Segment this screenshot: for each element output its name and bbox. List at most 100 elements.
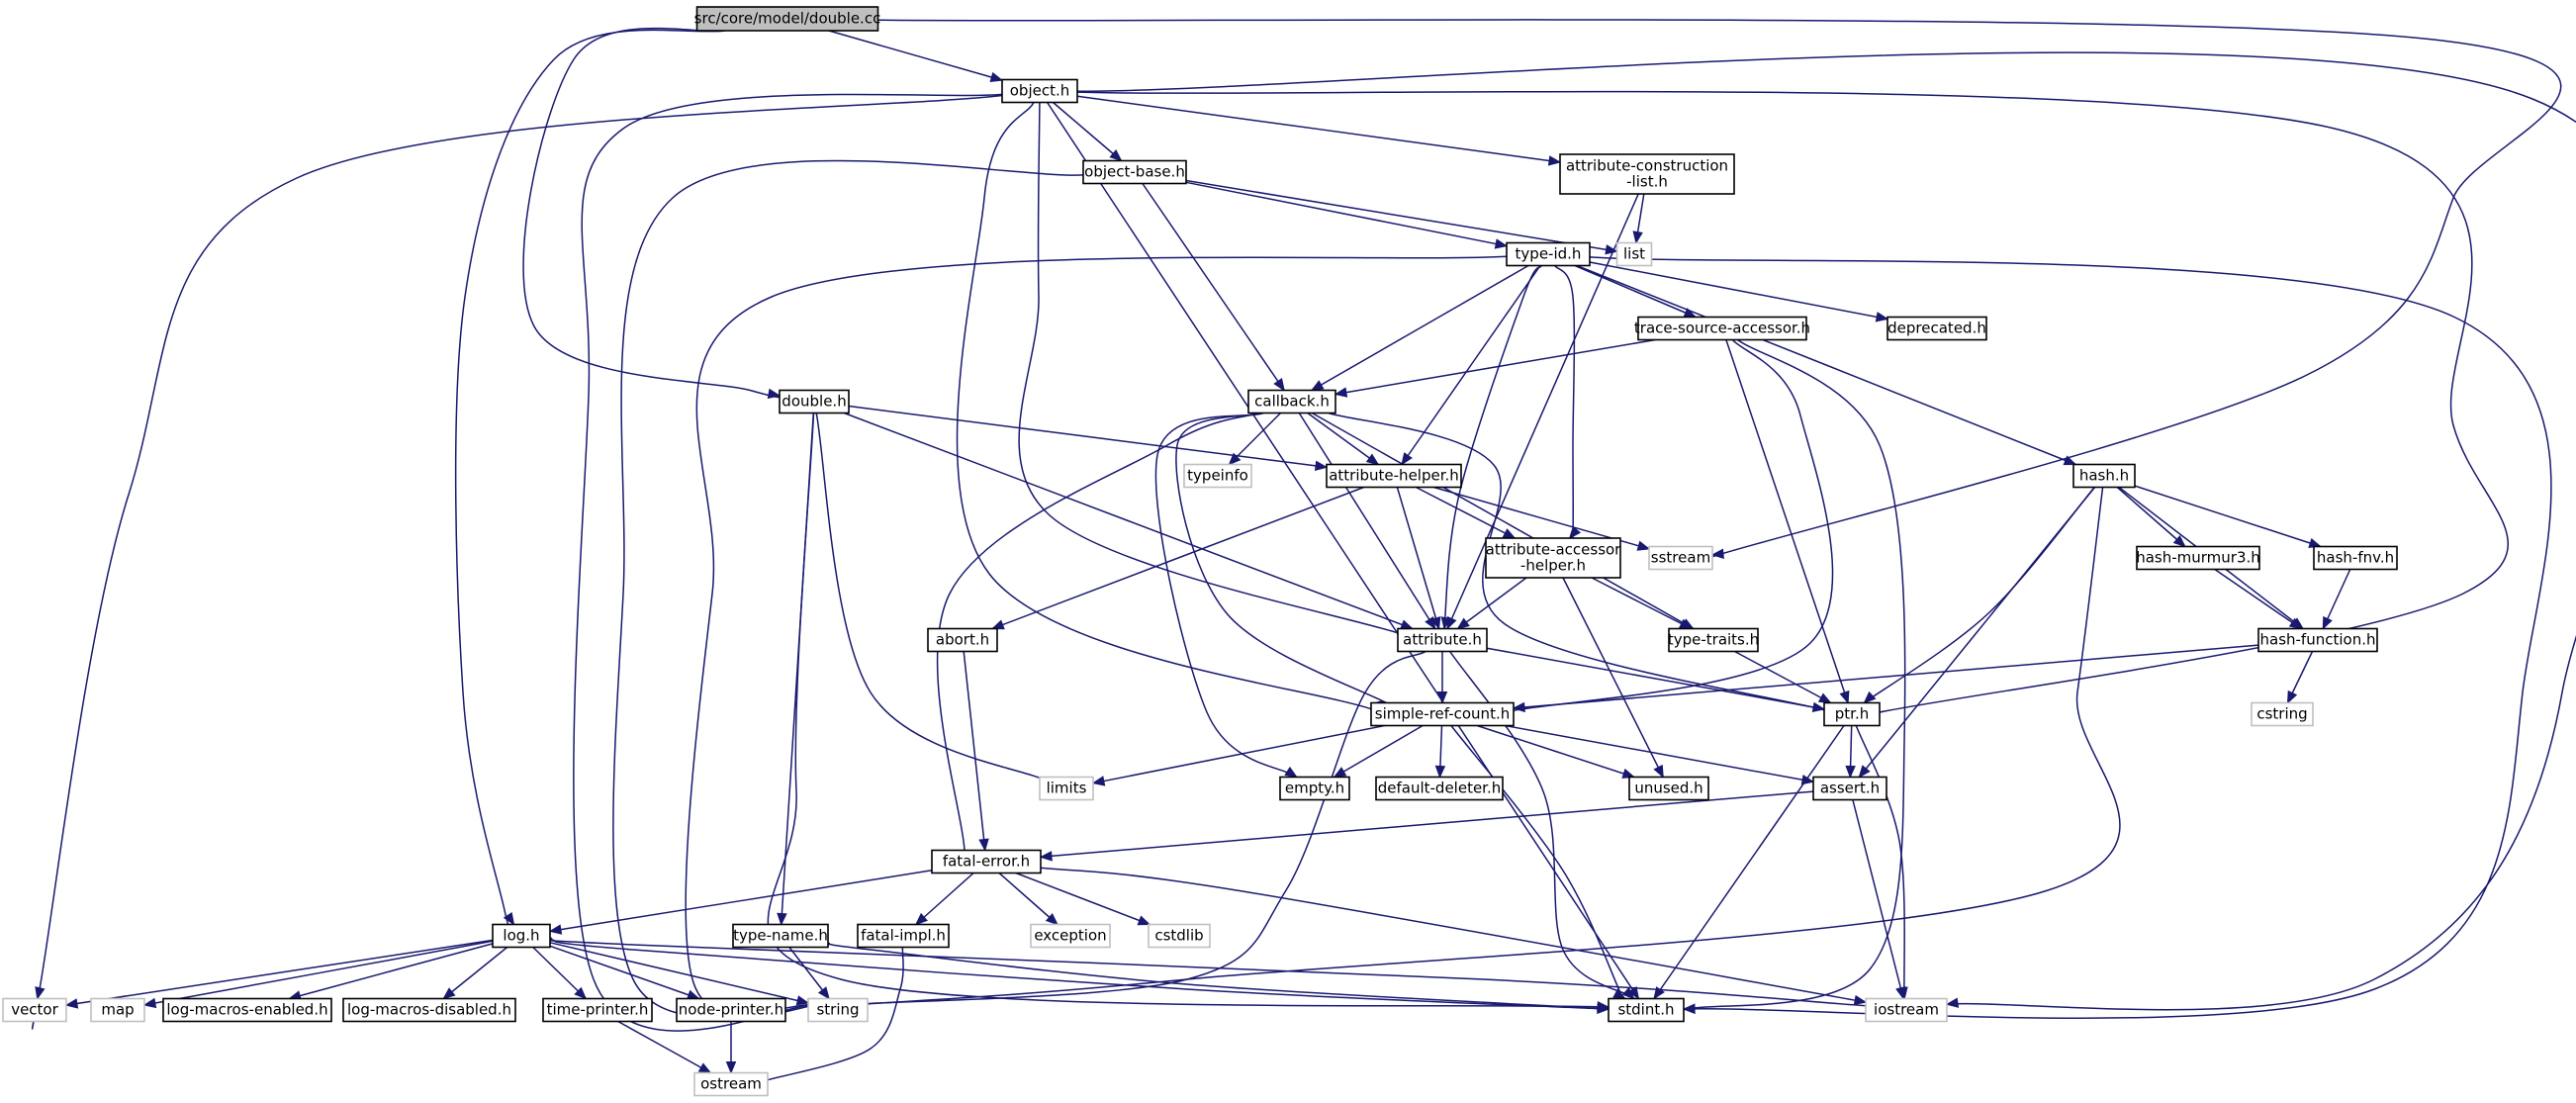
- node-box: [1823, 701, 1881, 727]
- edge-line: [1591, 577, 1692, 630]
- edge-arrowhead: [142, 997, 157, 1009]
- node-label: vector: [11, 1001, 58, 1019]
- node-label: empty.h: [1285, 780, 1344, 797]
- node-typeinfo[interactable]: typeinfo: [1183, 463, 1252, 489]
- node-attr_helper_h[interactable]: attribute-helper.h: [1326, 463, 1462, 489]
- node-label: trace-source-accessor.h: [1634, 320, 1810, 337]
- node-node_printer_h[interactable]: node-printer.h: [676, 997, 786, 1023]
- edge-line: [1486, 647, 1825, 710]
- edge-line: [1018, 102, 1430, 645]
- edge-arrowhead: [1653, 764, 1664, 779]
- node-time_printer_h[interactable]: time-printer.h: [542, 997, 653, 1023]
- edge-line: [1175, 412, 1403, 714]
- node-cstdlib[interactable]: cstdlib: [1148, 923, 1211, 949]
- node-label: assert.h: [1820, 780, 1880, 797]
- edge-arrowhead: [2063, 455, 2077, 466]
- node-hash_h[interactable]: hash.h: [2072, 463, 2136, 489]
- node-callback_h[interactable]: callback.h: [1247, 389, 1336, 414]
- edge-line: [1574, 264, 1697, 319]
- node-root[interactable]: src/core/model/double.cc: [694, 6, 881, 32]
- node-label: log.h: [503, 927, 539, 945]
- node-fatal_error_h[interactable]: fatal-error.h: [931, 849, 1042, 874]
- node-box: [542, 997, 653, 1023]
- node-fatal_impl_h[interactable]: fatal-impl.h: [857, 923, 950, 949]
- node-type_traits_h[interactable]: type-traits.h: [1668, 627, 1759, 653]
- edge-attr_helper_h-to-sstream: [1432, 486, 1651, 551]
- node-stdint_h[interactable]: stdint.h: [1608, 997, 1685, 1023]
- node-box: [492, 923, 551, 949]
- node-iostream[interactable]: iostream: [1865, 997, 1948, 1023]
- node-box: [1608, 997, 1685, 1023]
- node-cstring[interactable]: cstring: [2251, 701, 2314, 727]
- node-object_h[interactable]: object.h: [1001, 78, 1078, 104]
- node-attr_accessor_h[interactable]: attribute-accessor-helper.h: [1485, 537, 1622, 579]
- node-attribute_h[interactable]: attribute.h: [1397, 627, 1488, 653]
- node-string[interactable]: string: [807, 997, 869, 1023]
- edge-arrowhead: [1137, 915, 1151, 926]
- edge-line: [1513, 644, 2259, 709]
- node-hash_function_h[interactable]: hash-function.h: [2257, 627, 2378, 653]
- node-default_deleter_h[interactable]: default-deleter.h: [1375, 776, 1504, 801]
- node-trace_source_h[interactable]: trace-source-accessor.h: [1634, 316, 1810, 341]
- edge-line: [549, 942, 809, 1004]
- node-log_h[interactable]: log.h: [492, 923, 551, 949]
- node-simple_ref_h[interactable]: simple-ref-count.h: [1370, 701, 1515, 727]
- edge-line: [1396, 487, 1440, 629]
- node-hash_fnv_h[interactable]: hash-fnv.h: [2313, 545, 2398, 571]
- edge-double_h-to-attr_helper_h: [848, 405, 1329, 472]
- node-type_name_h[interactable]: type-name.h: [732, 923, 829, 949]
- edge-line: [1483, 338, 1834, 718]
- edge-line: [1185, 181, 1508, 247]
- edge-arrowhead: [767, 388, 782, 400]
- edge-arrowhead: [1045, 912, 1058, 926]
- edge-line: [1671, 338, 1906, 1013]
- edge-hash_fnv_h-to-hash_function_h: [2322, 569, 2351, 630]
- edge-arrowhead: [990, 619, 1005, 630]
- edge-attr_helper_h-to-abort_h: [990, 486, 1365, 630]
- node-double_h[interactable]: double.h: [779, 389, 850, 414]
- node-box: [2136, 545, 2260, 571]
- edge-type_id_h-to-attr_helper_h: [1401, 265, 1541, 466]
- node-vector[interactable]: vector: [2, 997, 67, 1023]
- edge-fatal_error_h-to-fatal_impl_h: [914, 872, 974, 926]
- edge-arrowhead: [1109, 149, 1123, 162]
- node-exception[interactable]: exception: [1030, 923, 1111, 949]
- node-deprecated_h[interactable]: deprecated.h: [1886, 316, 1987, 341]
- node-assert_h[interactable]: assert.h: [1812, 776, 1887, 801]
- node-map[interactable]: map: [90, 997, 145, 1023]
- node-log_macros_disabled_h[interactable]: log-macros-disabled.h: [342, 997, 516, 1023]
- node-label: hash.h: [2079, 467, 2129, 485]
- node-list[interactable]: list: [1615, 241, 1653, 267]
- node-label: string: [816, 1001, 859, 1019]
- edge-arrowhead: [1621, 986, 1635, 1000]
- edge-arrowhead: [64, 998, 79, 1009]
- edge-ptr_h-to-stdint_h: [1653, 725, 1845, 1000]
- node-ostream[interactable]: ostream: [693, 1071, 769, 1097]
- edge-arrowhead: [1039, 851, 1053, 862]
- edge-line: [522, 27, 781, 399]
- node-sstream[interactable]: sstream: [1648, 545, 1713, 571]
- node-label: abort.h: [936, 631, 989, 649]
- node-object_base_h[interactable]: object-base.h: [1082, 159, 1187, 185]
- node-type_id_h[interactable]: type-id.h: [1506, 241, 1591, 267]
- node-ptr_h[interactable]: ptr.h: [1823, 701, 1881, 727]
- edge-line: [1562, 577, 1664, 778]
- node-box: [1370, 701, 1515, 727]
- node-empty_h[interactable]: empty.h: [1279, 776, 1350, 801]
- node-attr_construction_h[interactable]: attribute-construction-list.h: [1559, 153, 1735, 195]
- node-hash_murmur3_h[interactable]: hash-murmur3.h: [2136, 545, 2260, 571]
- edge-type_id_h-to-deprecated_h: [1589, 261, 1889, 322]
- edge-line: [2134, 485, 2322, 548]
- node-box: [1397, 627, 1488, 653]
- node-unused_h[interactable]: unused.h: [1628, 776, 1709, 801]
- node-abort_h[interactable]: abort.h: [927, 627, 998, 653]
- node-box: [1375, 776, 1504, 801]
- node-label: map: [101, 1001, 134, 1019]
- node-limits[interactable]: limits: [1039, 776, 1094, 801]
- edge-assert_h-to-iostream: [1852, 799, 1906, 1000]
- node-label: fatal-impl.h: [861, 927, 946, 945]
- node-box: [1485, 537, 1621, 579]
- node-log_macros_enabled_h[interactable]: log-macros-enabled.h: [162, 997, 332, 1023]
- edge-fatal_error_h-to-log_h: [548, 870, 933, 935]
